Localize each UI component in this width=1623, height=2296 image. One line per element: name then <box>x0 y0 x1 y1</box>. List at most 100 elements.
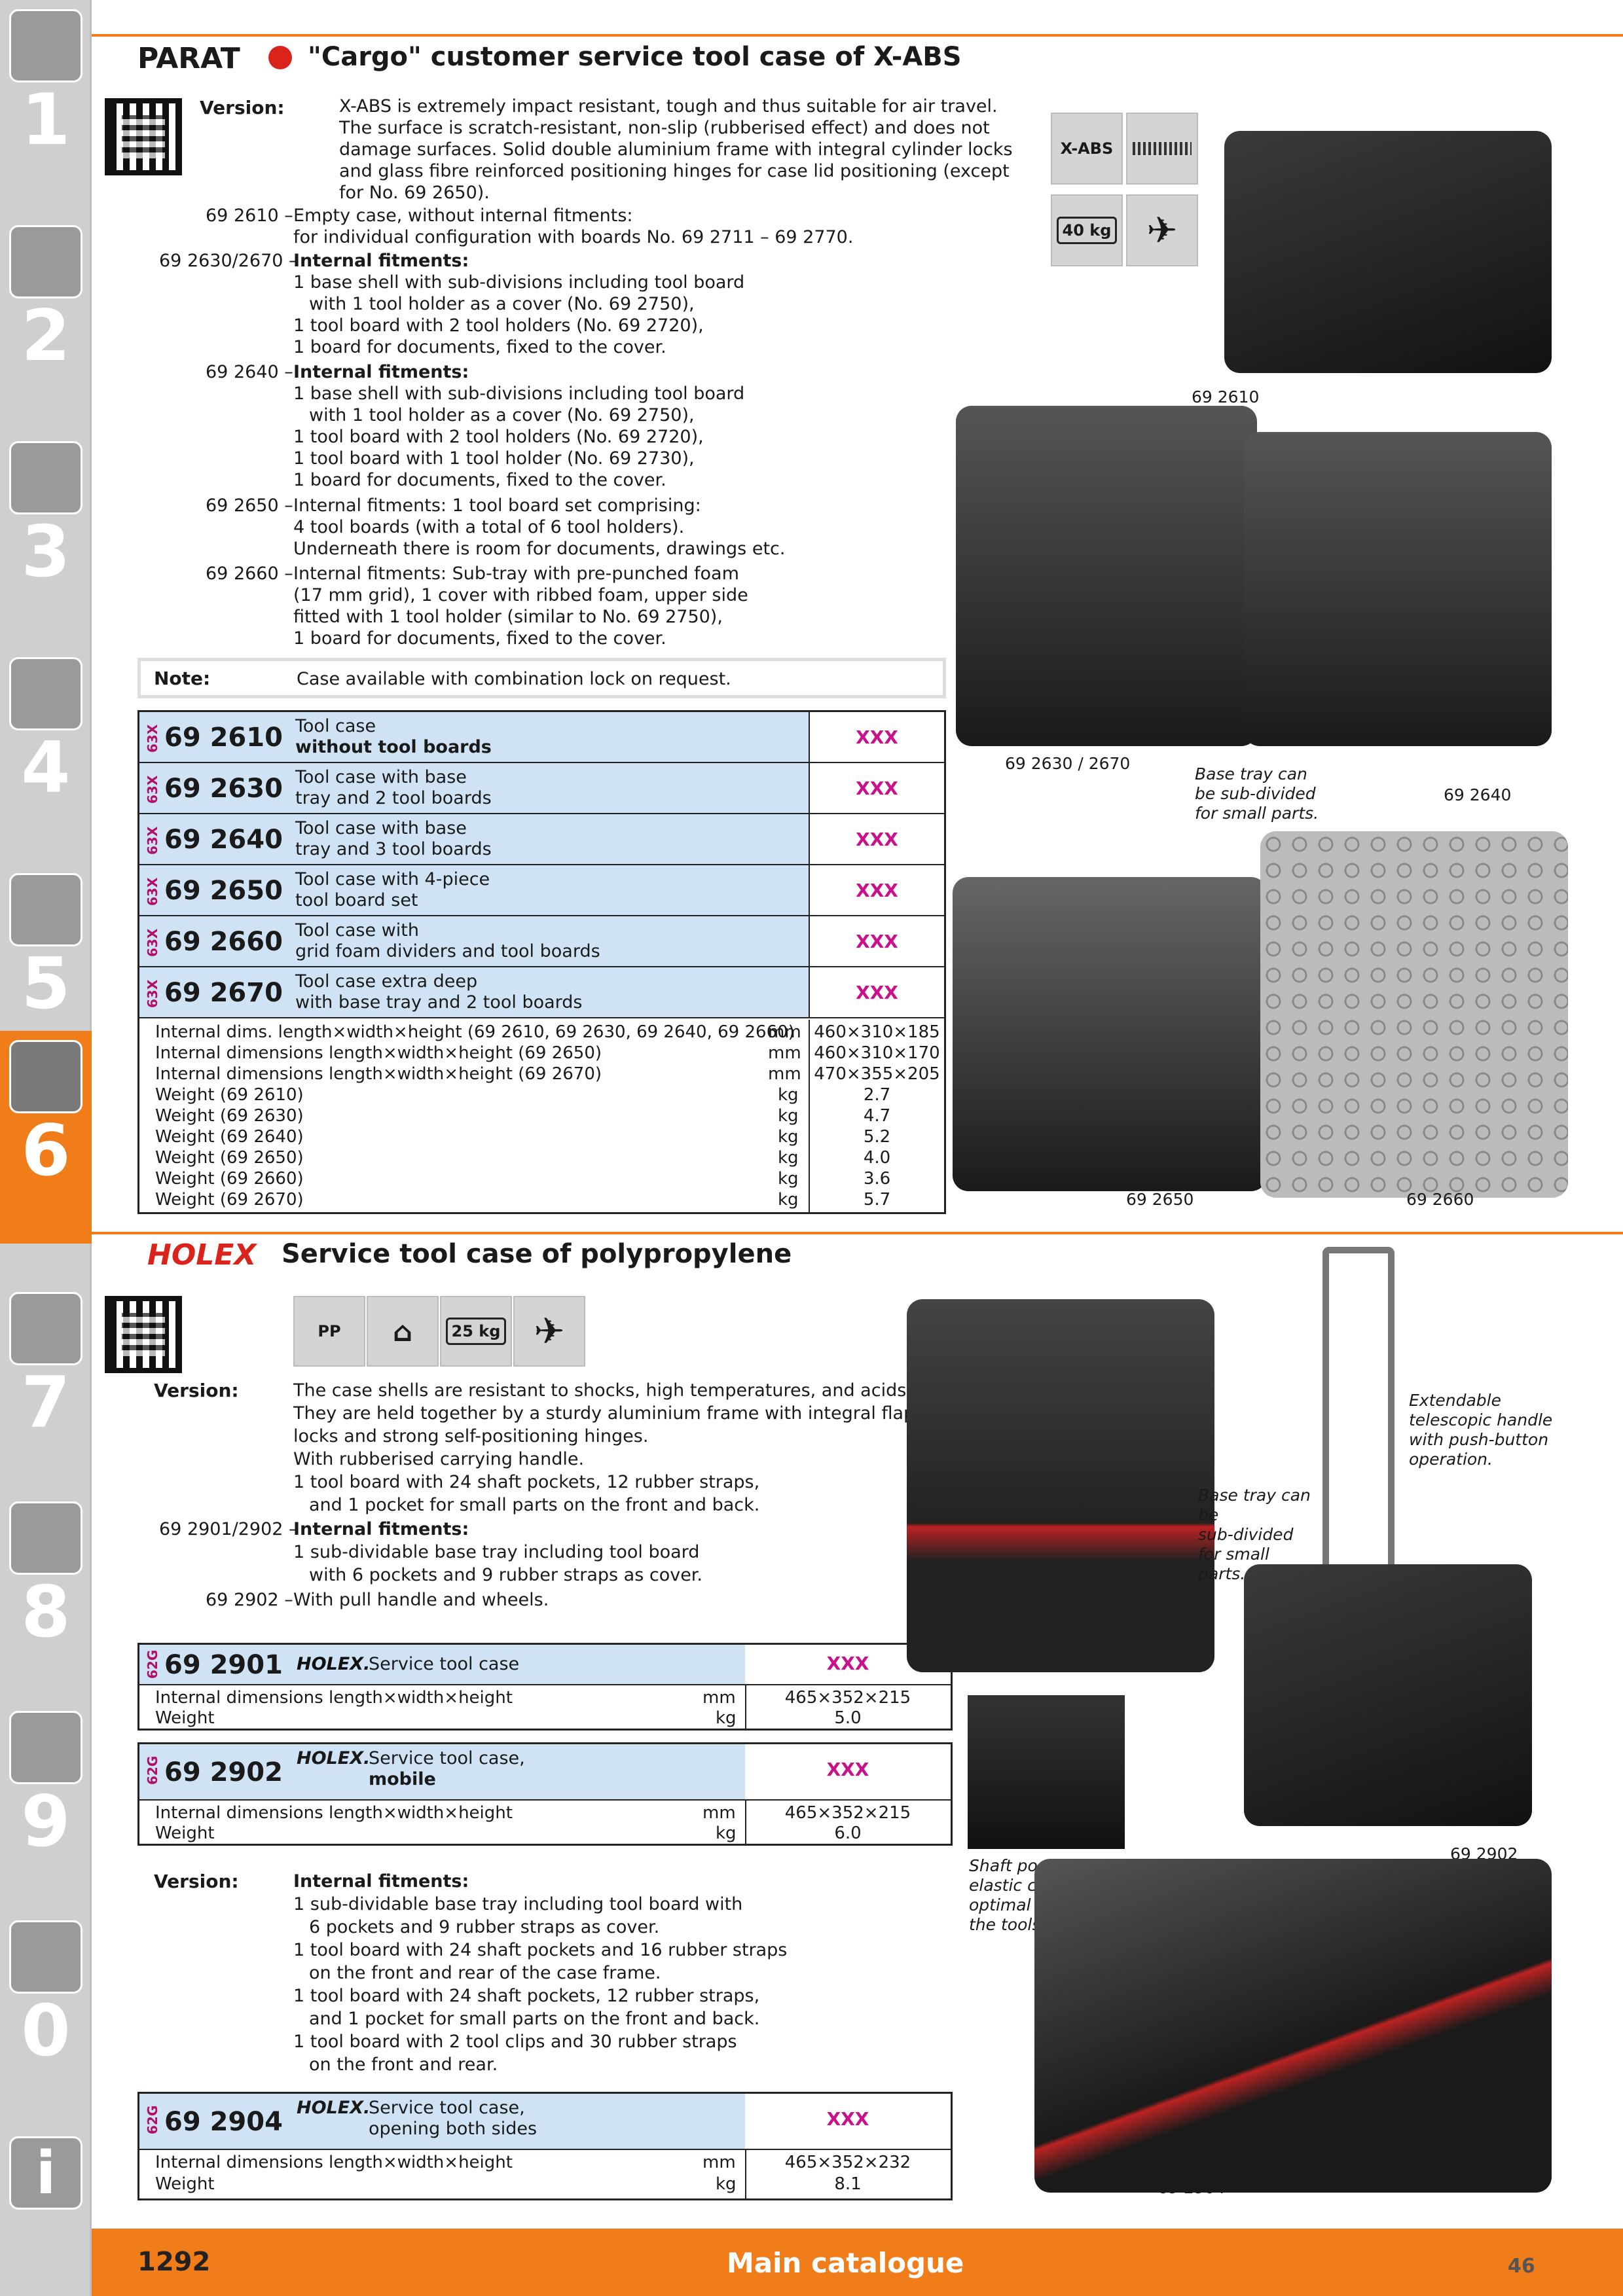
milling-cutter-icon <box>9 225 82 298</box>
chapter-tab-3[interactable]: 3 <box>0 432 92 641</box>
variant-line: with 6 pockets and 9 rubber straps as co… <box>309 1565 703 1585</box>
product-table-69-2904: 62G 69 2904 HOLEX. Service tool case, op… <box>137 2092 953 2200</box>
product-row[interactable]: 62G 69 2901 HOLEX. Service tool case XXX <box>139 1645 951 1685</box>
product-row[interactable]: 62G 69 2904 HOLEX. Service tool case, op… <box>139 2094 951 2150</box>
chapter-tab-5[interactable]: 5 <box>0 864 92 1073</box>
variant-line: Internal fitments: <box>293 362 469 382</box>
safety-goggles-icon <box>9 1920 82 1994</box>
variant-code: 69 2902 – <box>206 1590 293 1610</box>
section-title: Service tool case of polypropylene <box>282 1239 792 1269</box>
spec-label: Internal dimensions length×width×height … <box>155 1064 602 1084</box>
chapter-tab-8[interactable]: 8 <box>0 1492 92 1702</box>
parat-logo: PARAT <box>137 42 240 75</box>
product-description: grid foam dividers and tool boards <box>295 941 600 961</box>
product-group-tag: 63X <box>145 877 160 906</box>
spec-value: 470×355×205 <box>814 1064 940 1084</box>
variant-code: 69 2650 – <box>206 495 293 516</box>
spec-unit: kg <box>716 2174 737 2194</box>
product-description: tray and 2 tool boards <box>295 788 492 808</box>
case-image-69-2640 <box>1244 432 1552 746</box>
version-line: The surface is scratch-resistant, non-sl… <box>339 118 990 138</box>
chapter-tab-4[interactable]: 4 <box>0 648 92 857</box>
variant-line: Internal fitments: <box>293 1519 469 1539</box>
case-image-69-2630 <box>956 406 1257 746</box>
footer-bar: 1292 Main catalogue 46 <box>92 2229 1623 2296</box>
product-table-69-2902: 62G 69 2902 HOLEX. Service tool case, mo… <box>137 1742 953 1846</box>
variant-code: 69 2640 – <box>206 362 293 382</box>
figure-label: 69 2650 <box>1126 1190 1194 1209</box>
figure-label: 69 2660 <box>1406 1190 1474 1209</box>
chapter-tab-2[interactable]: 2 <box>0 216 92 425</box>
chapter-tab-1[interactable]: 1 <box>0 0 92 209</box>
version-label: Version: <box>154 1380 239 1401</box>
variant-line: Underneath there is room for documents, … <box>293 539 786 559</box>
chuck-icon <box>9 441 82 514</box>
product-description: Tool case with <box>295 920 419 941</box>
variant-line: 4 tool boards (with a total of 6 tool ho… <box>293 517 685 537</box>
spec-label: Internal dims. length×width×height (69 2… <box>155 1022 795 1042</box>
tab-number: 0 <box>21 1990 71 2072</box>
product-description: Tool case with base <box>295 818 467 838</box>
product-description: Tool case with 4-piece <box>295 869 490 889</box>
spec-value: 8.1 <box>834 2174 862 2194</box>
product-description: without tool boards <box>295 737 492 757</box>
spec-unit: kg <box>716 1708 737 1728</box>
spec-unit: kg <box>778 1148 799 1168</box>
page-number: 1292 <box>137 2247 211 2277</box>
spec-table: Internal dims. length×width×height (69 2… <box>139 1020 944 1212</box>
version-line: 1 sub-dividable base tray including tool… <box>293 1894 743 1914</box>
note-text: Case available with combination lock on … <box>297 669 731 689</box>
product-row[interactable]: 62G 69 2902 HOLEX. Service tool case, mo… <box>139 1744 951 1801</box>
case-image-69-2901 <box>907 1299 1214 1672</box>
product-group-tag: 62G <box>145 2105 160 2134</box>
variant-code: 69 2610 – <box>206 206 293 226</box>
qr-code-icon <box>105 1296 182 1373</box>
variant-code: 69 2660 – <box>206 564 293 584</box>
spec-label: Weight (69 2660) <box>155 1169 304 1189</box>
variant-line: 1 base shell with sub-divisions includin… <box>293 384 745 404</box>
version-line: for No. 69 2650). <box>339 183 490 203</box>
chapter-tab-info[interactable]: i <box>0 2127 92 2225</box>
holex-wordmark: HOLEX. <box>297 1748 371 1768</box>
spec-value: 460×310×170 <box>814 1043 940 1063</box>
tool-set-icon <box>9 1501 82 1575</box>
variant-line: with 1 tool holder as a cover (No. 69 27… <box>309 405 695 425</box>
chapter-tab-9[interactable]: 9 <box>0 1702 92 1911</box>
spec-unit: kg <box>778 1190 799 1210</box>
section-title: "Cargo" customer service tool case of X-… <box>308 42 962 72</box>
variant-line: 1 sub-dividable base tray including tool… <box>293 1542 700 1562</box>
telescopic-handle-image <box>1322 1247 1395 1568</box>
chapter-tab-6[interactable]: 6 <box>0 1031 92 1244</box>
article-number: 69 2610 <box>164 723 283 753</box>
variant-line: fitted with 1 tool holder (similar to No… <box>293 607 723 627</box>
figure-label: 69 2904 <box>1158 2178 1226 2197</box>
chapter-tab-7[interactable]: 7 <box>0 1283 92 1492</box>
case-image-69-2660 <box>1260 831 1568 1198</box>
spec-label: Weight (69 2610) <box>155 1085 304 1105</box>
version-line: X-ABS is extremely impact resistant, tou… <box>339 96 998 117</box>
product-description: tray and 3 tool boards <box>295 839 492 859</box>
spec-unit: mm <box>768 1022 801 1042</box>
chapter-tab-0[interactable]: 0 <box>0 1911 92 2121</box>
version-line: and 1 pocket for small parts on the fron… <box>309 1495 760 1515</box>
product-description: Tool case extra deep <box>295 971 478 992</box>
pp-material-icon: PP <box>293 1296 365 1367</box>
product-description: tool board set <box>295 890 418 910</box>
tab-number: 8 <box>21 1571 71 1653</box>
grinding-disc-icon <box>9 873 82 946</box>
variant-line: 1 board for documents, fixed to the cove… <box>293 628 666 649</box>
caliper-icon <box>9 657 82 730</box>
spec-label: Weight (69 2630) <box>155 1106 304 1126</box>
spec-unit: mm <box>702 2153 736 2172</box>
holex-logo: HOLEX <box>147 1238 257 1272</box>
version-label: Version: <box>154 1871 239 1892</box>
product-group-tag: 63X <box>145 775 160 804</box>
